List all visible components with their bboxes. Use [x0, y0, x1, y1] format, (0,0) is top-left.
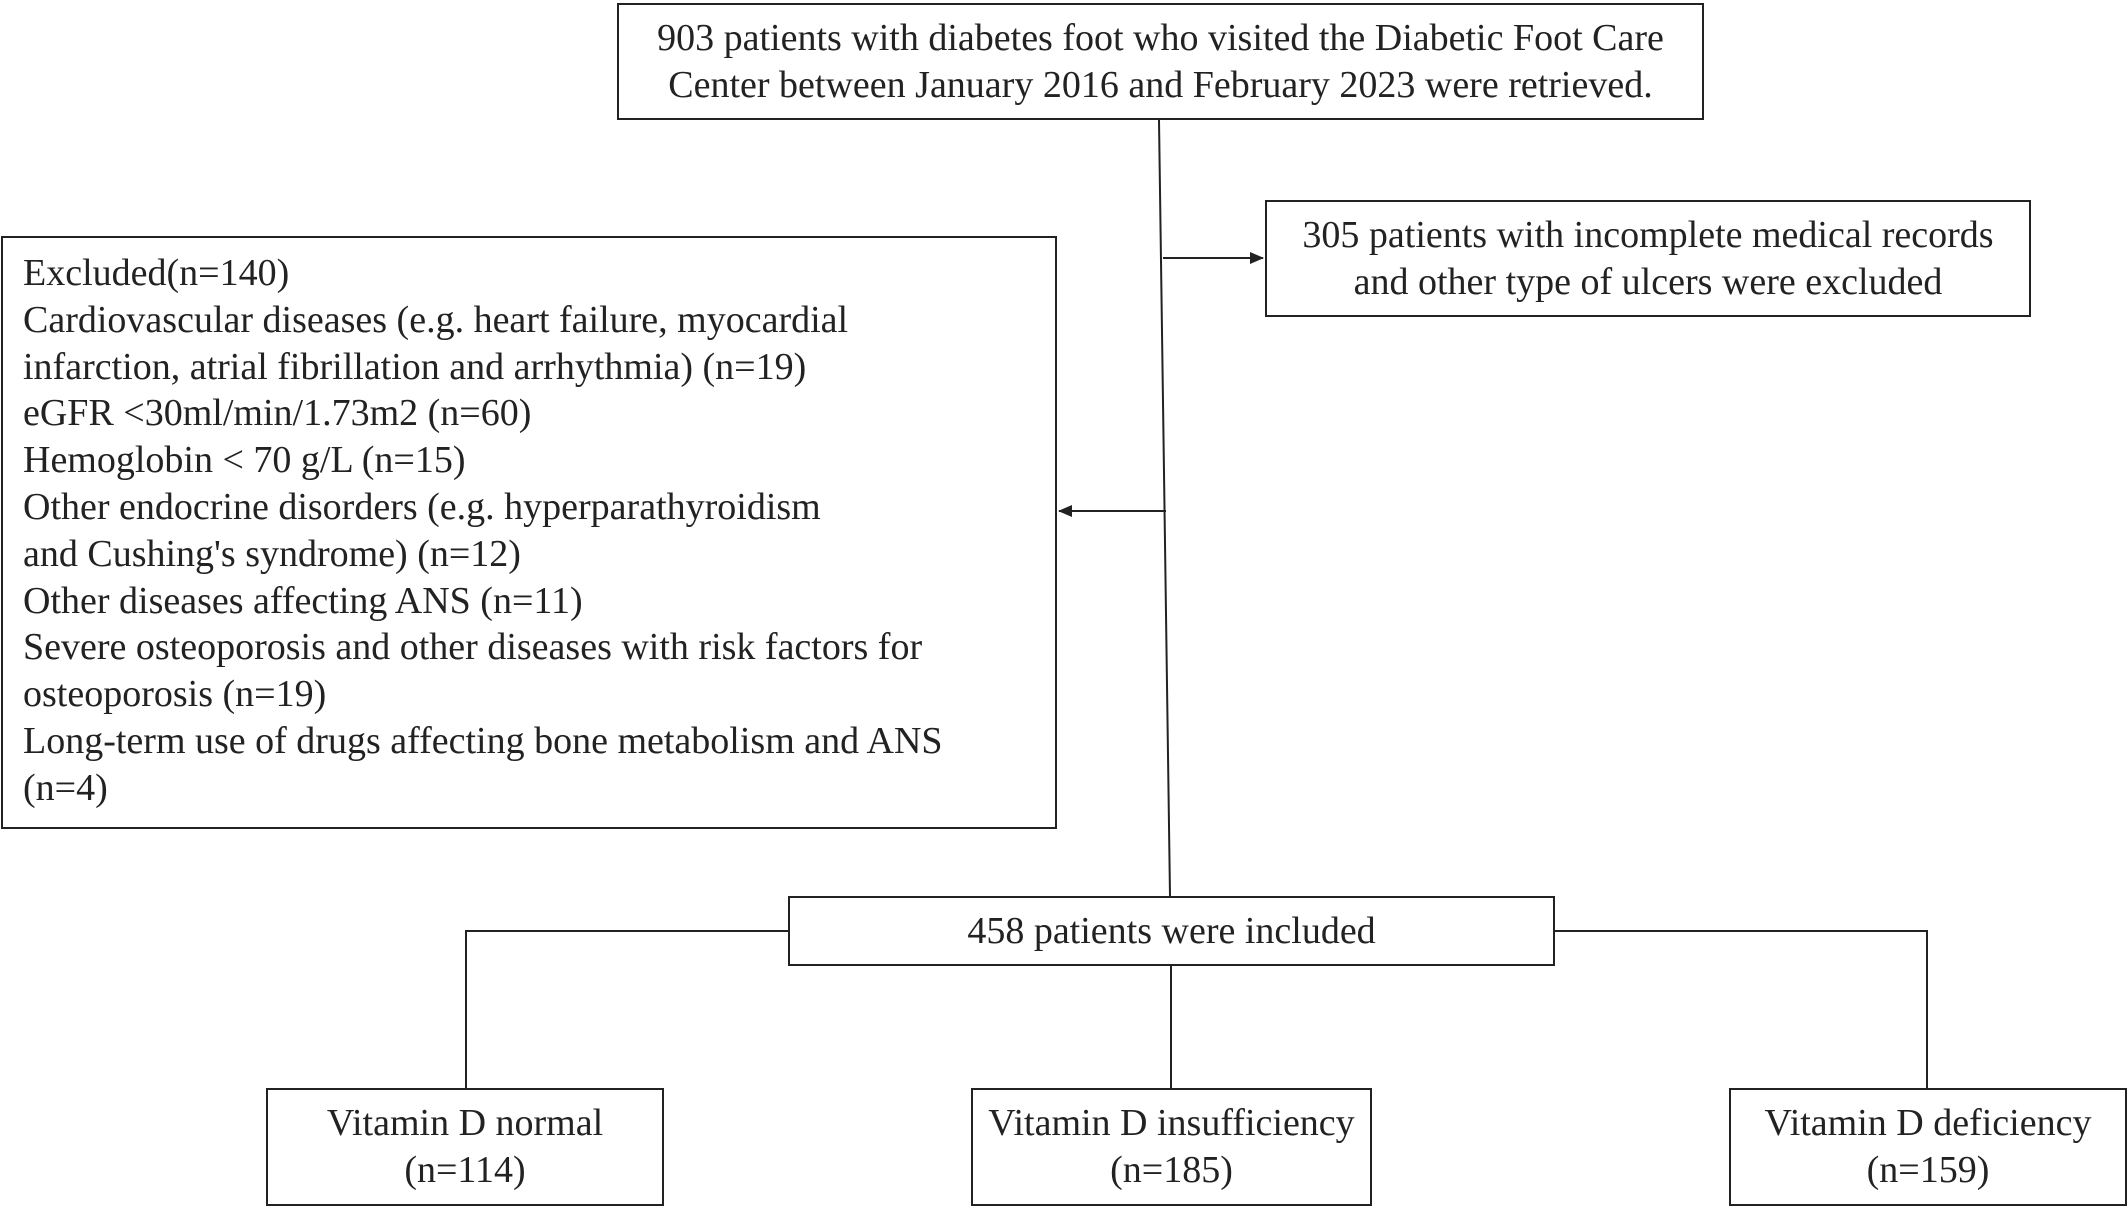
vitamin-d-insufficiency-label: Vitamin D insufficiency — [988, 1102, 1355, 1144]
excluded-line-endocrine-2: and Cushing's syndrome) (n=12) — [23, 532, 521, 575]
excluded-line-hemoglobin: Hemoglobin < 70 g/L (n=15) — [23, 439, 466, 482]
excluded-line-cardiovascular-2: infarction, atrial fibrillation and arrh… — [23, 345, 807, 388]
branch-to-deficiency — [1555, 930, 1928, 1088]
excluded-line-osteoporosis-1: Severe osteoporosis and other diseases w… — [23, 626, 923, 669]
vitamin-d-normal-count: (n=114) — [404, 1149, 526, 1191]
excluded-line-cardiovascular-1: Cardiovascular diseases (e.g. heart fail… — [23, 298, 849, 341]
included-patients-box: 458 patients were included — [788, 896, 1555, 966]
vitamin-d-insufficiency-box: Vitamin D insufficiency (n=185) — [971, 1088, 1372, 1206]
vitamin-d-deficiency-label: Vitamin D deficiency — [1764, 1102, 2092, 1144]
excluded-line-drugs-1: Long-term use of drugs affecting bone me… — [23, 719, 943, 762]
excluded-total: Excluded(n=140) — [23, 252, 290, 294]
branch-to-normal — [465, 930, 788, 1088]
excluded-line-drugs-2: (n=4) — [23, 766, 108, 809]
vitamin-d-normal-label: Vitamin D normal — [326, 1102, 604, 1144]
included-label: 458 patients were included — [967, 909, 1376, 952]
vitamin-d-deficiency-box: Vitamin D deficiency (n=159) — [1729, 1088, 2127, 1206]
excluded-criteria-box: Excluded(n=140) Cardiovascular diseases … — [1, 236, 1057, 829]
vitamin-d-insufficiency-count: (n=185) — [1110, 1149, 1233, 1191]
main-flow-line — [1158, 119, 1171, 897]
vitamin-d-normal-box: Vitamin D normal (n=114) — [266, 1088, 664, 1206]
excluded-line-egfr: eGFR <30ml/min/1.73m2 (n=60) — [23, 392, 532, 435]
incomplete-line-2: and other type of ulcers were excluded — [1353, 260, 1943, 303]
vitamin-d-deficiency-count: (n=159) — [1866, 1149, 1990, 1191]
incomplete-records-box: 305 patients with incomplete medical rec… — [1265, 200, 2031, 317]
retrieved-line-2: Center between January 2016 and February… — [668, 63, 1653, 106]
excluded-line-ans: Other diseases affecting ANS (n=11) — [23, 579, 583, 622]
excluded-line-osteoporosis-2: osteoporosis (n=19) — [23, 673, 327, 716]
retrieved-patients-box: 903 patients with diabetes foot who visi… — [617, 3, 1704, 120]
incomplete-line-1: 305 patients with incomplete medical rec… — [1302, 213, 1994, 256]
excluded-line-endocrine-1: Other endocrine disorders (e.g. hyperpar… — [23, 485, 821, 528]
retrieved-line-1: 903 patients with diabetes foot who visi… — [657, 16, 1664, 59]
